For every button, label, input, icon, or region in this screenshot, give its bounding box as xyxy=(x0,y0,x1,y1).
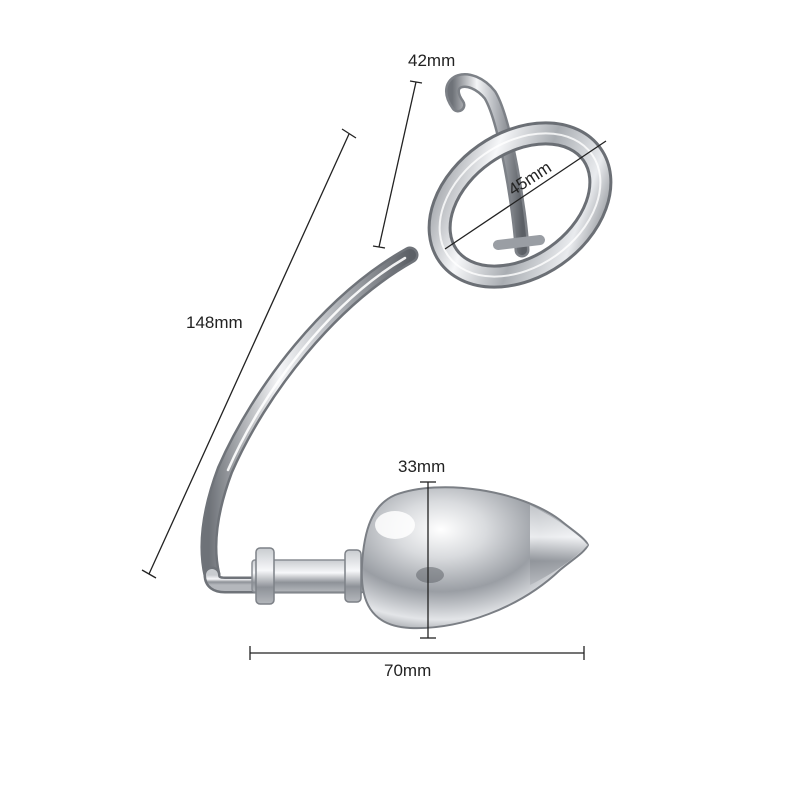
plug-bulb xyxy=(360,486,590,630)
dimension-line-ring-diameter xyxy=(444,140,607,250)
dimension-line-ring-depth xyxy=(378,81,417,248)
dimension-total-length: 148mm xyxy=(141,128,357,579)
plug-diameter-label: 33mm xyxy=(398,457,445,476)
product-illustration xyxy=(200,73,613,630)
dimension-ring-depth: 42mm xyxy=(372,51,455,249)
dimension-line-total-length xyxy=(148,133,350,575)
plug-length-label: 70mm xyxy=(384,661,431,680)
ring-depth-label: 42mm xyxy=(408,51,455,70)
ring-back-loop xyxy=(445,73,545,258)
curved-rod xyxy=(200,246,419,584)
dimension-plug-diameter: 33mm xyxy=(398,457,445,639)
total-length-label: 148mm xyxy=(186,313,243,332)
ring xyxy=(427,121,613,289)
dimension-plug-length: 70mm xyxy=(249,646,585,680)
shaft xyxy=(203,547,369,605)
